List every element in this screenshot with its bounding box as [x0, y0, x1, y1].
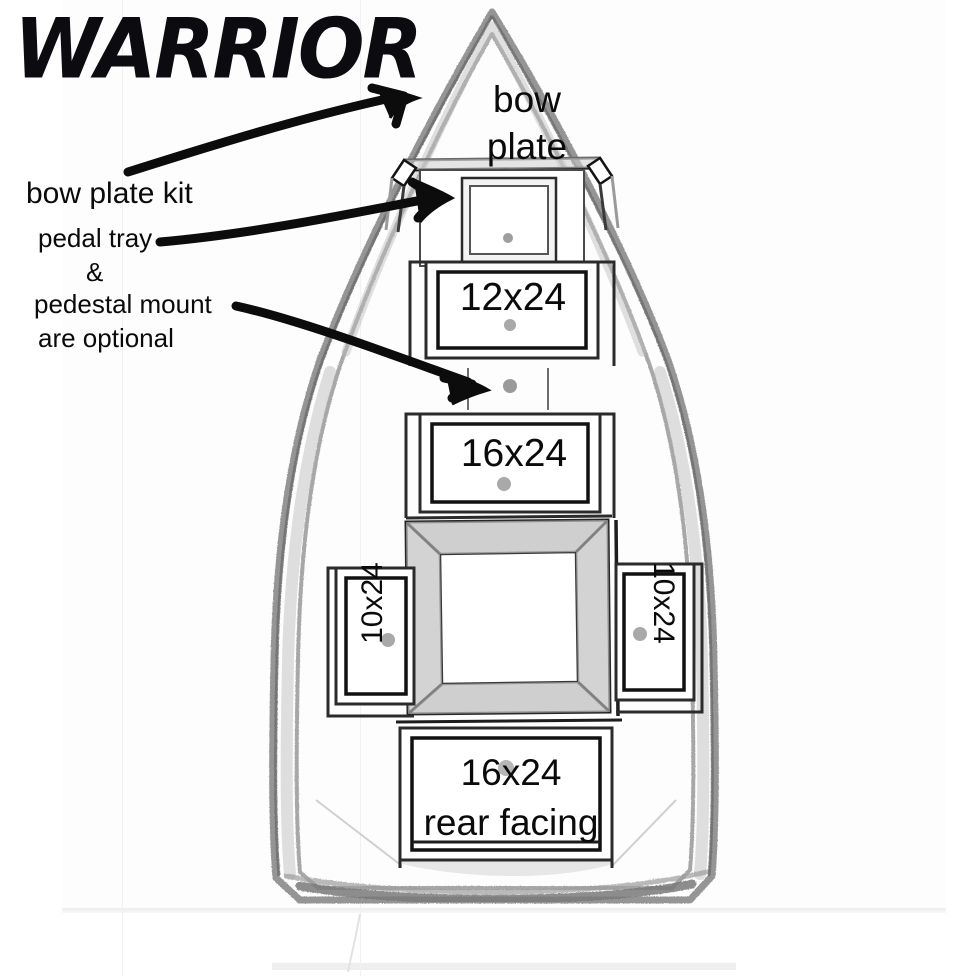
label-seat-rear-facing: 16x24 rear facing	[400, 748, 622, 849]
seat-16x24-mount-dot	[497, 477, 511, 491]
label-seat-10x24-left: 10x24	[356, 562, 389, 644]
transom	[283, 869, 709, 904]
annotation-are-optional: are optional	[38, 323, 174, 353]
seat-12x24-mount-dot	[504, 319, 516, 331]
pedal-tray-mount-dot	[503, 233, 513, 243]
seat-rear-mount-dot	[498, 760, 514, 776]
arrow-pedal-tray	[155, 177, 456, 247]
label-seat-16x24: 16x24	[460, 432, 568, 475]
pedestal-mount-dot	[503, 379, 517, 393]
label-bow-line1: bow	[493, 79, 561, 120]
annotation-pedal-tray: pedal tray	[38, 223, 153, 253]
seat-box-16x24-rear[interactable]	[398, 726, 614, 868]
gunwale-inner-line	[294, 32, 696, 890]
warrior-logo: WARRIOR	[14, 1, 423, 98]
paper-crease	[347, 913, 361, 973]
label-rear-line2: rear facing	[423, 802, 599, 844]
seat-10x24-right-mount-dot	[633, 627, 647, 641]
bow-plate[interactable]	[384, 156, 620, 233]
annotation-bow-plate-kit: bow plate kit	[26, 177, 193, 210]
seat-10x24-left-mount-dot	[381, 633, 395, 647]
seat-box-10x24-right[interactable]	[614, 562, 704, 714]
seat-box-12x24[interactable]	[408, 260, 616, 366]
paper-shadow-strip	[272, 963, 736, 970]
stern-corner-line-right	[611, 799, 677, 867]
label-bow-plate: bow plate	[437, 76, 617, 171]
annotation-pedestal-mount: pedestal mount	[34, 289, 212, 319]
seat-box-10x24-left[interactable]	[326, 566, 416, 718]
label-bow-line2: plate	[486, 126, 568, 168]
label-seat-12x24: 12x24	[459, 276, 567, 319]
seat-box-16x24[interactable]	[404, 412, 616, 518]
label-rear-line1: 16x24	[460, 752, 562, 793]
stern-corner-line-left	[315, 799, 403, 867]
paper-bottom-edge	[62, 908, 946, 913]
arrow-pedestal-mount	[231, 301, 492, 406]
scan-seam-mid	[360, 0, 361, 976]
annotation-ampersand: &	[86, 257, 104, 287]
pedal-tray-box[interactable]	[419, 169, 585, 267]
center-floor-hatch[interactable]	[395, 514, 623, 724]
label-seat-10x24-right: 10x24	[647, 562, 680, 644]
arrow-bow-plate-kit	[123, 83, 423, 177]
scan-seam-left	[122, 0, 123, 976]
